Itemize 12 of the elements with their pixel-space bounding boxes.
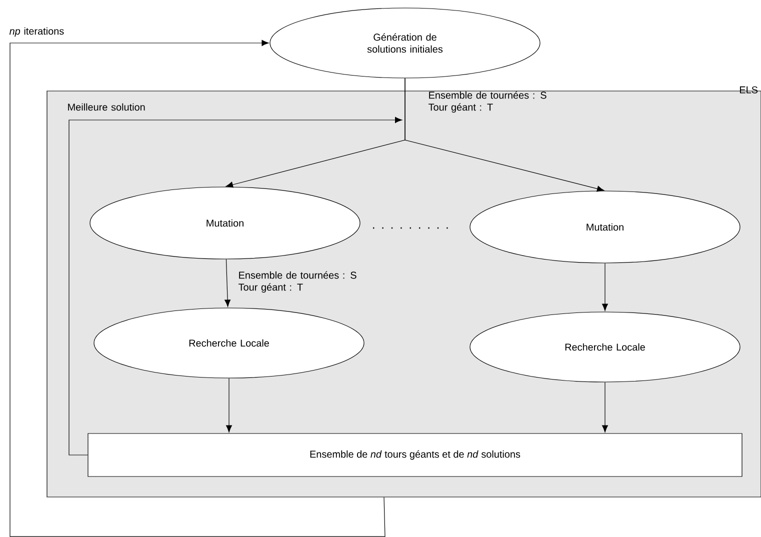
annotation: Ensemble de tournées : S Tour géant : T — [428, 91, 546, 113]
arrow — [68, 117, 402, 456]
arrow — [224, 259, 231, 307]
arrow — [602, 263, 608, 311]
arrow — [226, 378, 232, 432]
edge-label: np iterations — [9, 27, 64, 37]
process-box: Ensemble de nd tours géants et de nd solutions — [88, 433, 742, 477]
arrow — [10, 40, 386, 537]
edge-label: Meilleure solution — [68, 103, 145, 111]
arrow — [404, 78, 604, 192]
arrow — [602, 382, 608, 432]
edge-label: Ensemble de tournées : S Tour géant : T — [238, 271, 356, 293]
